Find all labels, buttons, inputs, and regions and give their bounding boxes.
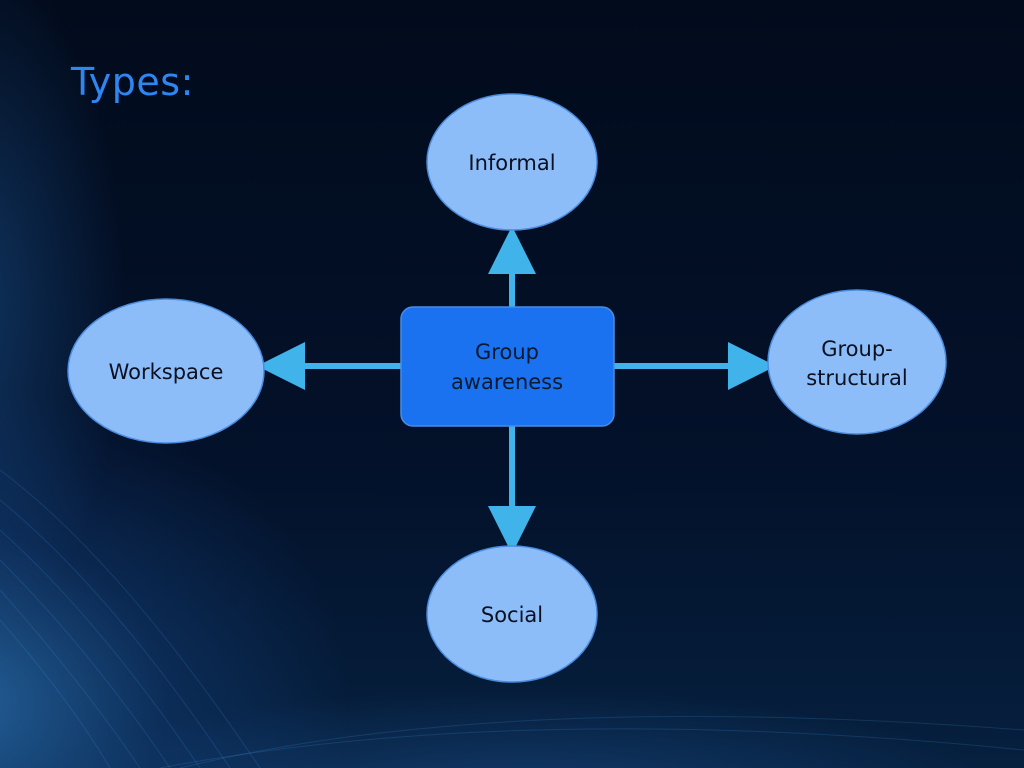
node-group-structural: Group- structural bbox=[767, 289, 947, 435]
node-workspace-label: Workspace bbox=[109, 360, 224, 384]
node-social: Social bbox=[426, 545, 598, 683]
node-group-structural-label-line1: Group- bbox=[821, 337, 893, 361]
node-informal-label: Informal bbox=[468, 151, 555, 175]
node-workspace: Workspace bbox=[67, 298, 265, 444]
node-informal-shape bbox=[426, 93, 598, 231]
center-node-shape bbox=[400, 306, 615, 427]
center-node-label-line1: Group bbox=[475, 340, 539, 364]
connectors bbox=[257, 226, 776, 554]
node-group-structural-shape bbox=[767, 289, 947, 435]
node-informal: Informal bbox=[426, 93, 598, 231]
node-workspace-shape bbox=[67, 298, 265, 444]
center-node-label-line2: awareness bbox=[451, 370, 563, 394]
node-social-label: Social bbox=[481, 603, 543, 627]
center-node: Group awareness bbox=[400, 306, 615, 427]
node-social-shape bbox=[426, 545, 598, 683]
node-group-structural-label-line2: structural bbox=[806, 366, 908, 390]
slide-title: Types: bbox=[71, 60, 194, 104]
